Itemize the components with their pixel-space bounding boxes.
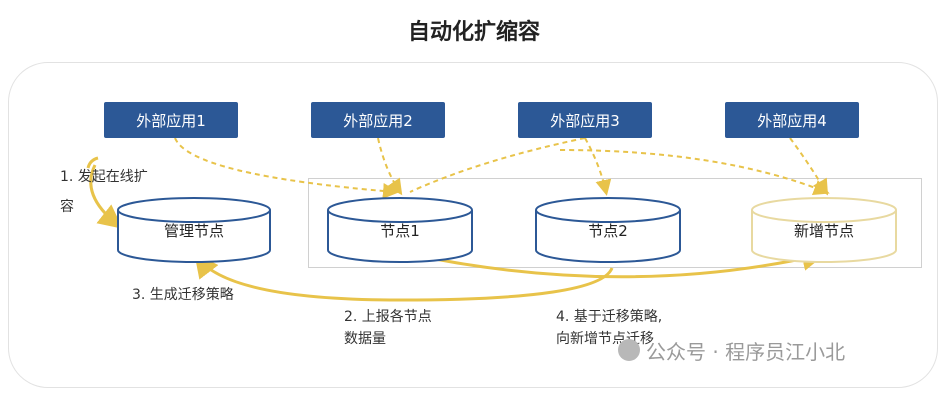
arrow-app3-to-node2 — [584, 137, 612, 196]
arrow-step2-3 — [194, 253, 614, 302]
arrow-step1 — [89, 164, 123, 229]
step2-text-line2: 数据量 — [344, 331, 386, 347]
step1-text-line2: 容 — [60, 199, 74, 215]
step1-text-line1: 1. 发起在线扩 — [60, 169, 148, 185]
step2-text-line1: 2. 上报各节点 — [344, 309, 432, 325]
node2-cylinder — [535, 197, 681, 263]
step3-text: 3. 生成迁移策略 — [132, 287, 234, 303]
arrow-app1-to-node1 — [174, 137, 399, 199]
arrow-step4 — [399, 247, 826, 279]
app-box-2: 外部应用2 — [311, 102, 445, 138]
manager-node-label: 管理节点 — [163, 222, 224, 240]
arrow-step1-start — [86, 156, 99, 169]
watermark: 公众号 · 程序员江小北 — [618, 336, 845, 364]
diagram-title: 自动化扩缩容 — [407, 20, 540, 45]
watermark-text: 公众号 · 程序员江小北 — [646, 339, 846, 364]
cluster-frame — [308, 178, 922, 268]
app-box-4: 外部应用4 — [725, 102, 859, 138]
manager-node-cylinder — [117, 197, 271, 263]
arrow-app3-to-newnode — [409, 137, 826, 192]
app-box-3: 外部应用3 — [518, 102, 652, 138]
new-node-label: 新增节点 — [793, 222, 854, 240]
node1-label: 节点1 — [380, 222, 420, 240]
app-box-1: 外部应用1 — [104, 102, 238, 138]
step4-text-line1: 4. 基于迁移策略, — [556, 309, 663, 325]
node1-cylinder — [327, 197, 473, 263]
wechat-icon — [618, 339, 640, 361]
node2-label: 节点2 — [588, 222, 628, 240]
arrow-app4-to-newnode — [789, 137, 829, 196]
arrow-app2-to-node1 — [377, 137, 403, 196]
new-node-cylinder — [751, 197, 897, 263]
